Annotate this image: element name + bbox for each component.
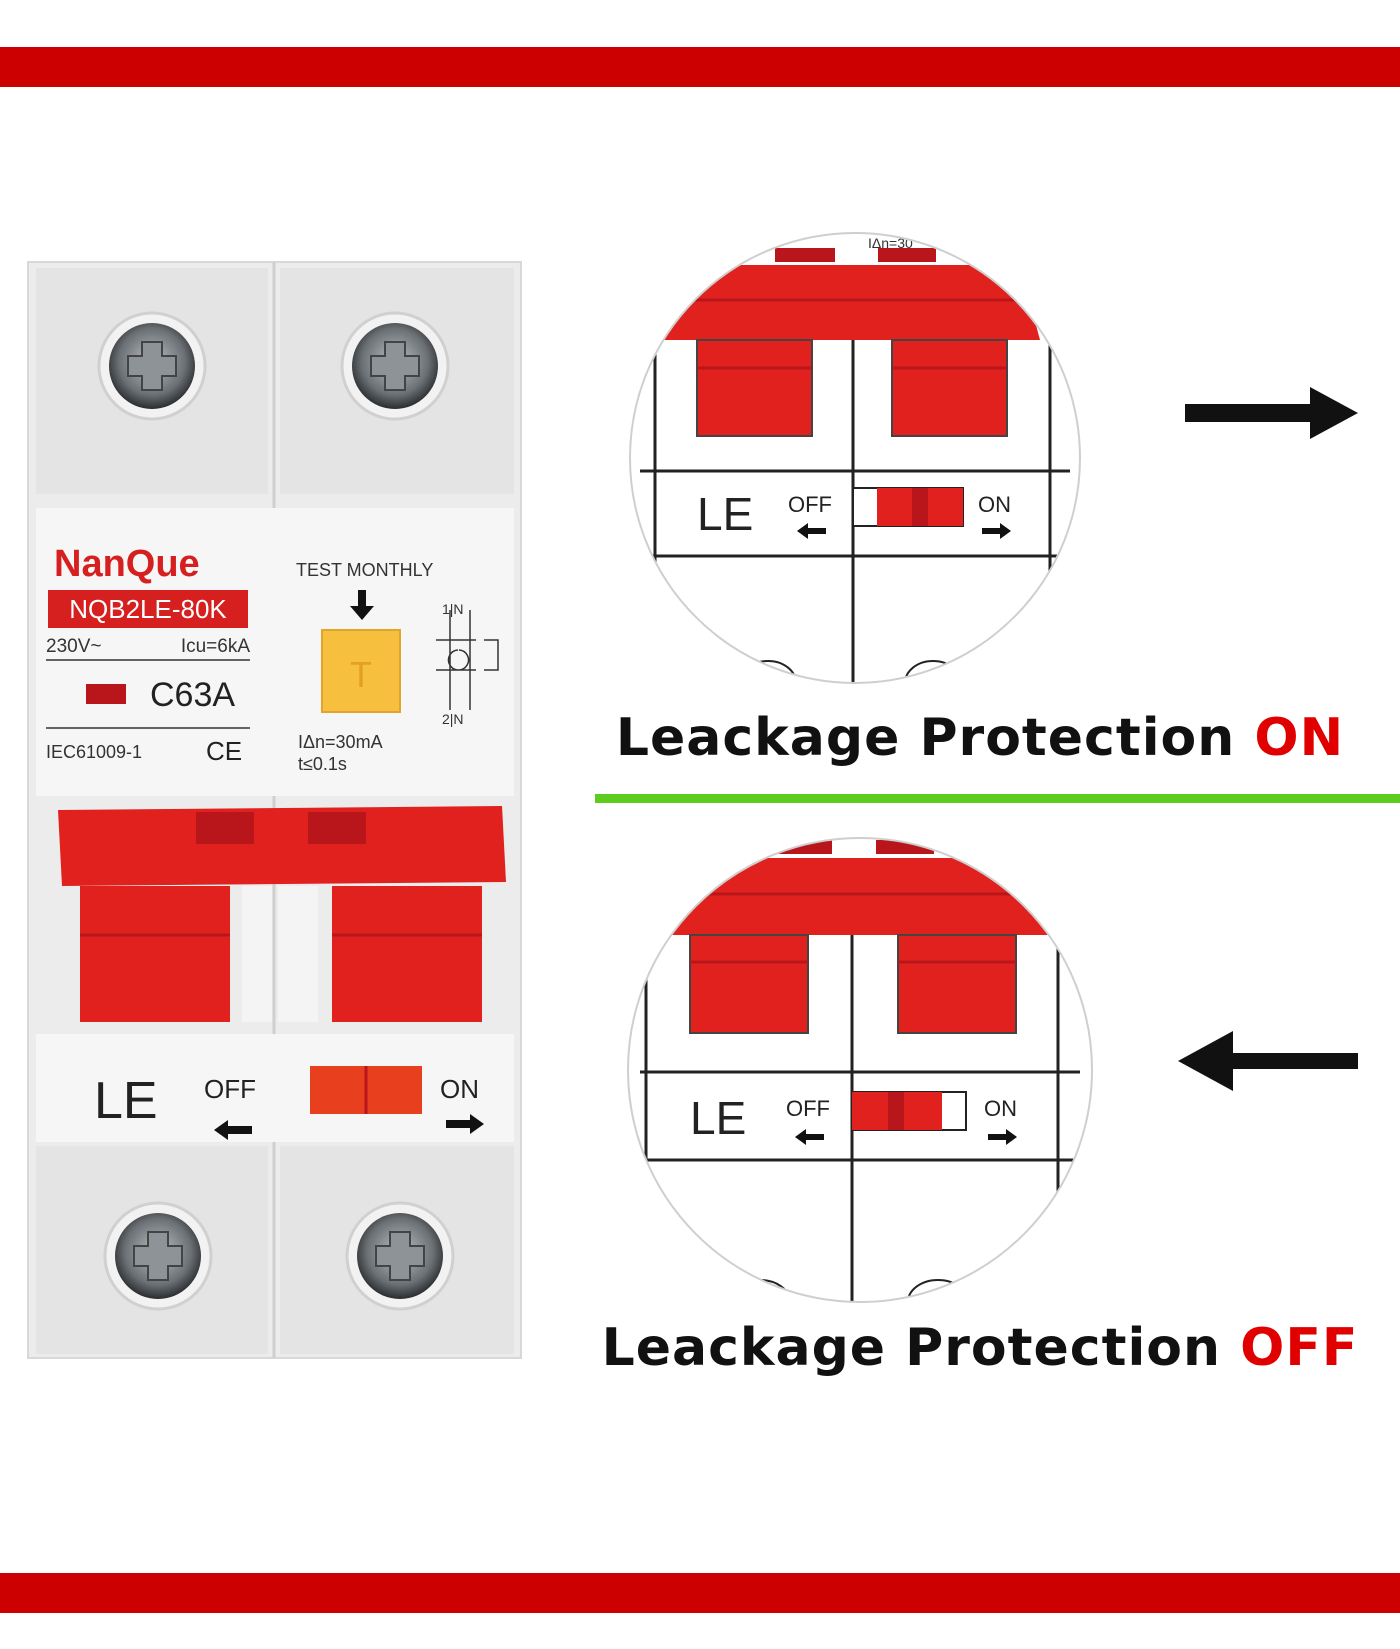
bottom-red-band bbox=[0, 1573, 1400, 1613]
zoom-off-off-label: OFF bbox=[786, 1096, 830, 1121]
left-arrow-icon bbox=[797, 523, 826, 539]
breaking-capacity: Icu=6kA bbox=[181, 636, 251, 657]
trip-time-label: t≤0.1s bbox=[298, 754, 347, 774]
screw-icon bbox=[97, 311, 207, 421]
current-rating: C63A bbox=[150, 676, 235, 714]
status-indicator bbox=[86, 684, 126, 704]
zoom-on-le-label: LE bbox=[697, 488, 753, 540]
residual-current-label: IΔn=30mA bbox=[298, 732, 383, 752]
right-arrow-icon bbox=[1185, 387, 1358, 439]
zoom-off-on-label: ON bbox=[984, 1096, 1017, 1121]
left-arrow-icon bbox=[214, 1120, 252, 1140]
screw-icon bbox=[340, 311, 450, 421]
right-arrow-icon bbox=[982, 523, 1011, 539]
test-button-label: T bbox=[350, 654, 372, 695]
off-label: OFF bbox=[204, 1074, 256, 1104]
model-number: NQB2LE-80K bbox=[69, 594, 227, 624]
wiring-diagram-icon bbox=[436, 610, 499, 710]
le-label: LE bbox=[94, 1072, 158, 1130]
right-arrow-icon bbox=[446, 1114, 484, 1134]
brand-logo: NanQue bbox=[54, 543, 200, 585]
test-button[interactable] bbox=[321, 629, 401, 713]
voltage-rating: 230V~ bbox=[46, 636, 101, 657]
on-label: ON bbox=[440, 1074, 479, 1104]
zoom-on-off-label: OFF bbox=[788, 492, 832, 517]
wiring-top-label: 1|N bbox=[442, 601, 464, 617]
caption-prefix: Leackage Protection bbox=[601, 1318, 1222, 1378]
caption-state-off: OFF bbox=[1240, 1318, 1359, 1378]
down-arrow-icon bbox=[350, 590, 374, 620]
top-red-band bbox=[0, 47, 1400, 87]
caption-prefix: Leackage Protection bbox=[615, 708, 1236, 768]
zoom-on-header-text: IΔn=30 bbox=[868, 235, 913, 251]
caption-protection-on: Leackage Protection ON bbox=[600, 708, 1360, 768]
ce-mark: CE bbox=[206, 736, 242, 766]
left-arrow-icon bbox=[795, 1129, 824, 1145]
screw-icon bbox=[345, 1201, 455, 1311]
toggle-handle[interactable] bbox=[58, 806, 506, 886]
zoom-on-on-label: ON bbox=[978, 492, 1011, 517]
right-arrow-icon bbox=[988, 1129, 1017, 1145]
test-monthly-label: TEST MONTHLY bbox=[296, 560, 433, 580]
zoom-off-le-label: LE bbox=[690, 1092, 746, 1144]
wiring-bottom-label: 2|N bbox=[442, 711, 464, 727]
caption-protection-off: Leackage Protection OFF bbox=[600, 1318, 1360, 1378]
caption-state-on: ON bbox=[1254, 708, 1345, 768]
left-arrow-icon bbox=[1178, 1031, 1358, 1091]
green-divider bbox=[595, 794, 1400, 803]
standard-label: IEC61009-1 bbox=[46, 742, 142, 762]
screw-icon bbox=[103, 1201, 213, 1311]
